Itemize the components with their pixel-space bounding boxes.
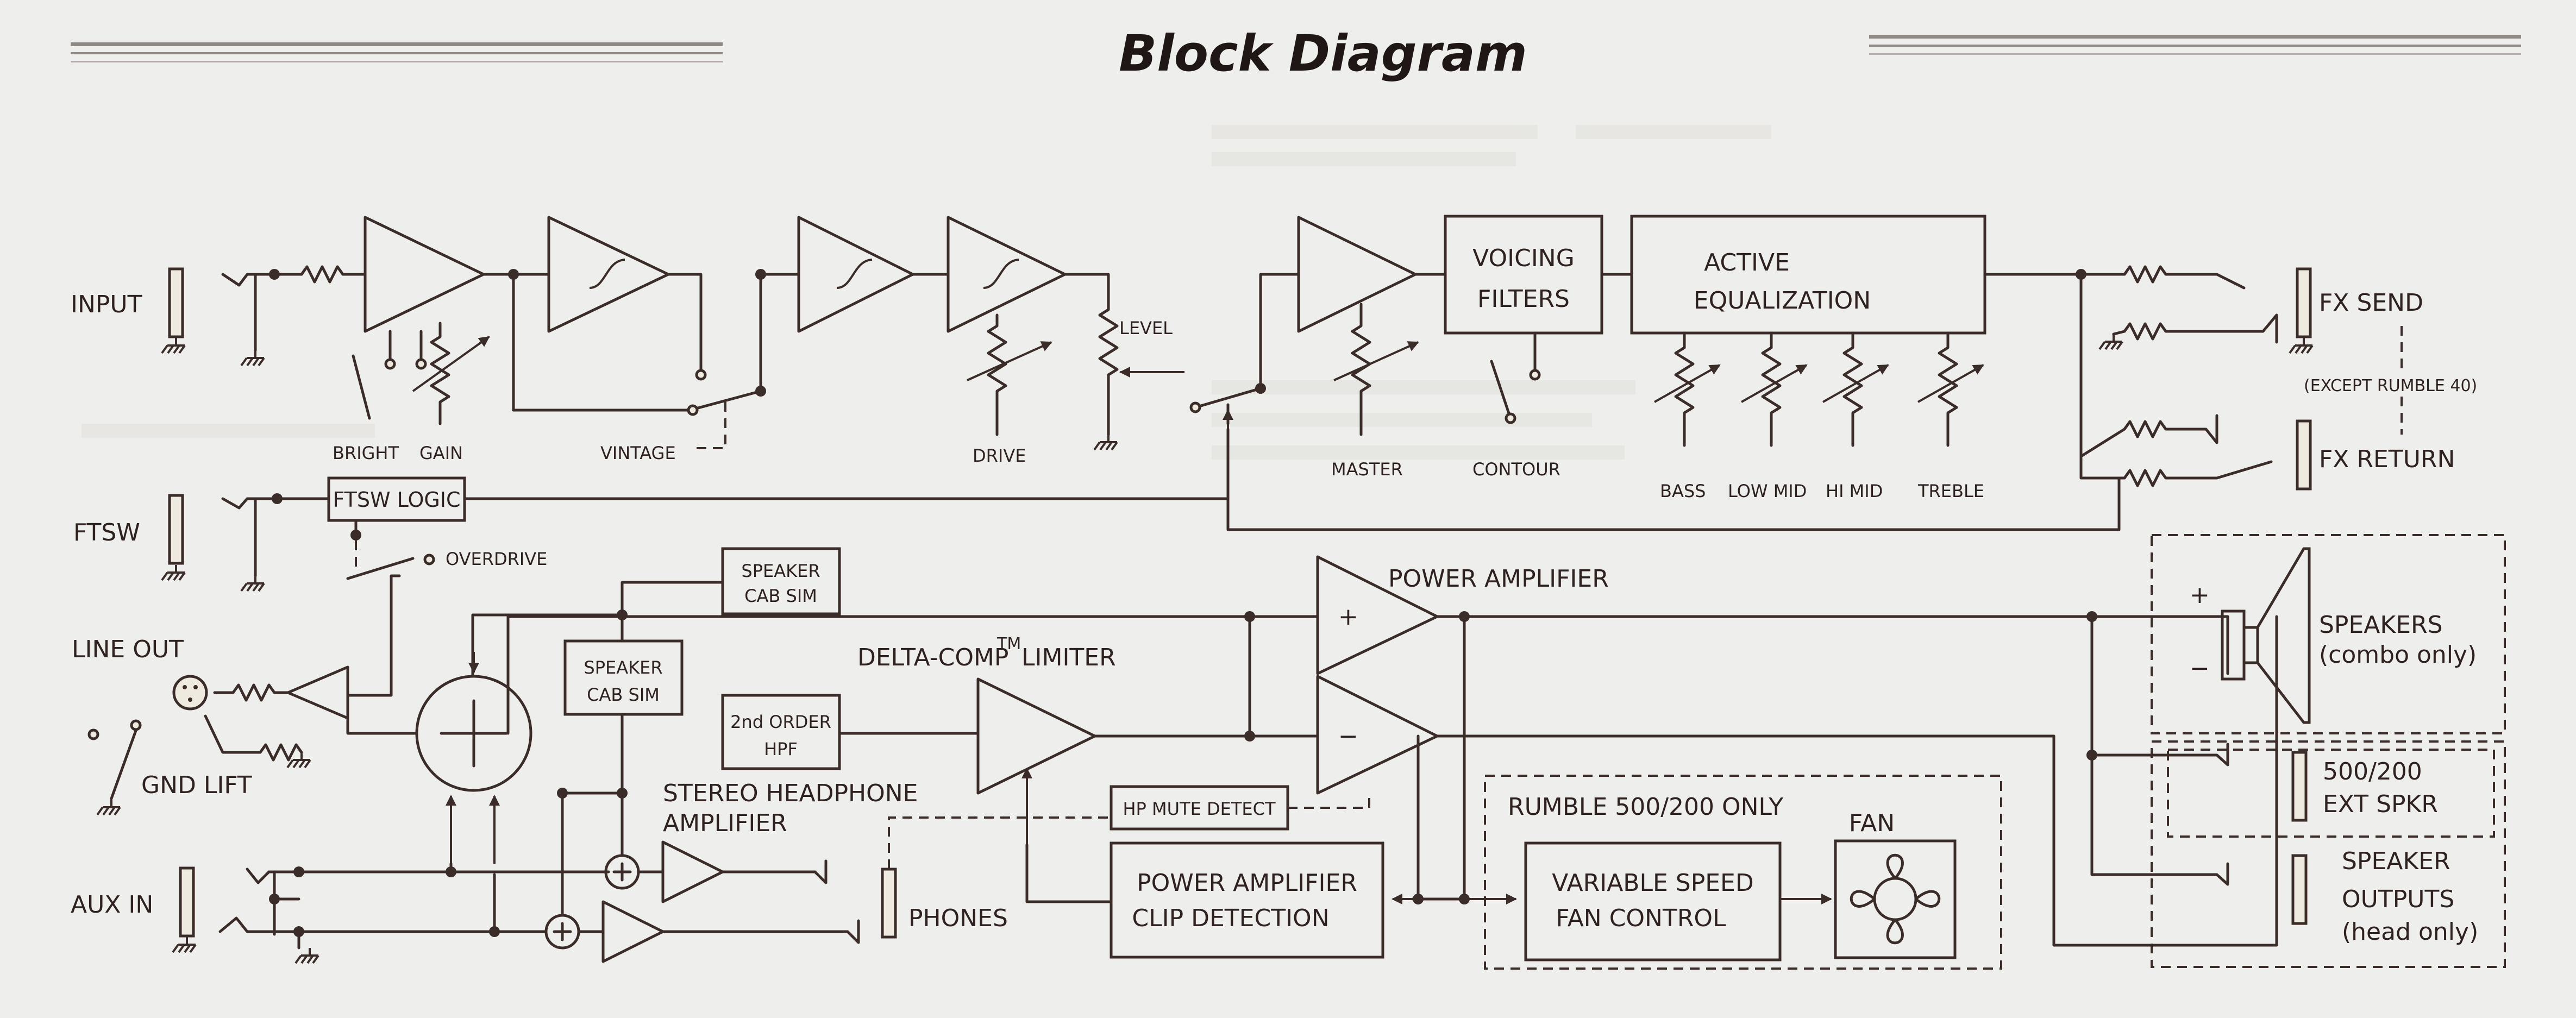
speaker-icon (2221, 609, 2246, 681)
svg-text:FTSW LOGIC: FTSW LOGIC (333, 488, 460, 512)
page-title: Block Diagram (1119, 24, 1527, 83)
svg-text:ACTIVE: ACTIVE (1704, 249, 1790, 277)
svg-text:LIMITER: LIMITER (1021, 644, 1116, 671)
svg-text:AMPLIFIER: AMPLIFIER (663, 809, 787, 837)
gnd-lift-label: GND LIFT (141, 771, 252, 799)
bass-knob-label: BASS (1660, 481, 1706, 501)
ext-spkr-jack[interactable] (2291, 751, 2308, 822)
speaker-outputs-label: SPEAKER (2342, 847, 2450, 875)
line-out-driver (286, 665, 349, 720)
fan-control-block (1524, 841, 1782, 962)
speaker-outputs-jack[interactable] (2291, 854, 2308, 925)
contour-switch-label: CONTOUR (1472, 459, 1560, 480)
fx-return-jack[interactable] (2296, 419, 2312, 491)
svg-text:HP MUTE DETECT: HP MUTE DETECT (1123, 799, 1275, 819)
vintage-switch-label: VINTAGE (600, 443, 676, 463)
bright-switch-label: BRIGHT (333, 443, 399, 463)
svg-text:CLIP DETECTION: CLIP DETECTION (1132, 904, 1329, 932)
svg-text:+: + (1338, 603, 1358, 631)
ftsw-jack[interactable] (168, 494, 184, 565)
input-label: INPUT (71, 291, 142, 318)
voicing-filters-block (1444, 215, 1603, 335)
ftsw-label: FTSW (73, 519, 140, 546)
line-out-chain: SPEAKER CAB SIM SPEAKER CAB SIM LINE OUT… (72, 547, 841, 933)
aux-in-label: AUX IN (71, 891, 153, 919)
svg-text:POWER AMPLIFIER: POWER AMPLIFIER (1137, 869, 1357, 897)
delta-comp-limiter-label: DELTA-COMP (857, 644, 1008, 671)
master-knob-label: MASTER (1331, 459, 1403, 480)
hp-amp-right (601, 900, 665, 963)
svg-text:VOICING: VOICING (1472, 244, 1575, 272)
speakers-label: SPEAKERS (2319, 611, 2443, 639)
hi-mid-knob-label: HI MID (1826, 481, 1883, 501)
hp-amp-left (661, 840, 724, 903)
fx-return-label: FX RETURN (2319, 445, 2455, 473)
bleed-through-text (82, 125, 1771, 460)
svg-text:−: − (2190, 655, 2210, 682)
treble-knob-label: TREBLE (1917, 481, 1984, 501)
drive-knob-label: DRIVE (973, 445, 1026, 466)
phones-label: PHONES (908, 904, 1008, 932)
fan-icon (1834, 839, 1957, 959)
clip-detection-block (1110, 841, 1384, 959)
svg-text:CAB SIM: CAB SIM (744, 586, 817, 606)
level-knob-label: LEVEL (1119, 318, 1173, 338)
filter-stage-1 (547, 216, 670, 333)
svg-text:FILTERS: FILTERS (1477, 285, 1570, 313)
rumble-500-200-only-label: RUMBLE 500/200 ONLY (1508, 793, 1783, 821)
fx-send-label: FX SEND (2319, 289, 2423, 317)
rumble-500-200-only-region (1484, 775, 2002, 970)
ext-spkr-region (2167, 749, 2495, 838)
power-amplifier-label: POWER AMPLIFIER (1388, 565, 1609, 593)
phones-jack[interactable] (881, 868, 897, 939)
combo-speaker-region (2151, 534, 2506, 734)
fx-send-jack[interactable] (2296, 267, 2312, 338)
svg-text:SPEAKER: SPEAKER (584, 657, 662, 678)
svg-text:(head only): (head only) (2342, 918, 2478, 946)
input-jack[interactable] (168, 267, 184, 338)
svg-text:(combo only): (combo only) (2319, 641, 2477, 669)
svg-text:CAB SIM: CAB SIM (587, 684, 660, 705)
header: Block Diagram (71, 24, 2521, 83)
svg-text:OUTPUTS: OUTPUTS (2342, 885, 2454, 913)
drive-stage (947, 216, 1067, 333)
svg-text:SPEAKER: SPEAKER (741, 561, 820, 581)
power-section: 2nd ORDER HPF DELTA-COMP TM LIMITER + − … (506, 555, 2094, 959)
fan-label: FAN (1849, 809, 1895, 837)
preamp-stage-1 (363, 216, 485, 333)
delta-comp-limiter (976, 677, 1096, 795)
active-eq-block (1630, 215, 1986, 335)
svg-text:+: + (2190, 581, 2210, 609)
gain-knob-label: GAIN (419, 443, 463, 463)
svg-text:HPF: HPF (764, 739, 798, 759)
filter-stage-2 (797, 216, 914, 333)
input-chain: INPUT BRIGHT GAIN VINTAGE (71, 215, 2477, 501)
master-stage (1297, 216, 1417, 333)
except-rumble40-note: (EXCEPT RUMBLE 40) (2304, 376, 2477, 395)
svg-text:TM: TM (996, 634, 1021, 653)
power-amp-negative (1316, 675, 1439, 795)
overdrive-switch-label: OVERDRIVE (446, 549, 547, 569)
fan-section: RUMBLE 500/200 ONLY VARIABLE SPEED FAN C… (1484, 775, 2002, 970)
ext-spkr-label: 500/200 (2323, 758, 2422, 786)
svg-text:2nd ORDER: 2nd ORDER (730, 712, 831, 732)
line-out-label: LINE OUT (72, 636, 184, 663)
footswitch-chain: FTSW FTSW LOGIC OVERDRIVE (73, 428, 2121, 592)
svg-text:VARIABLE SPEED: VARIABLE SPEED (1552, 869, 1753, 897)
power-amp-positive (1316, 555, 1439, 675)
head-outputs-region (2151, 740, 2506, 968)
aux-headphone-chain: AUX IN STEREO HEADPHONE AMPLIFIER PHON (71, 780, 1108, 964)
svg-text:−: − (1338, 722, 1358, 750)
low-mid-knob-label: LOW MID (1728, 481, 1807, 501)
svg-text:EQUALIZATION: EQUALIZATION (1694, 287, 1871, 315)
svg-text:FAN CONTROL: FAN CONTROL (1556, 904, 1726, 932)
speaker-outputs: + − SPEAKERS (combo only) 500/200 EXT SP… (2052, 534, 2506, 968)
svg-text:EXT SPKR: EXT SPKR (2323, 790, 2438, 818)
line-out-xlr-jack[interactable] (172, 675, 208, 711)
stereo-headphone-amp-label: STEREO HEADPHONE (663, 780, 918, 807)
aux-in-jack[interactable] (179, 866, 195, 938)
